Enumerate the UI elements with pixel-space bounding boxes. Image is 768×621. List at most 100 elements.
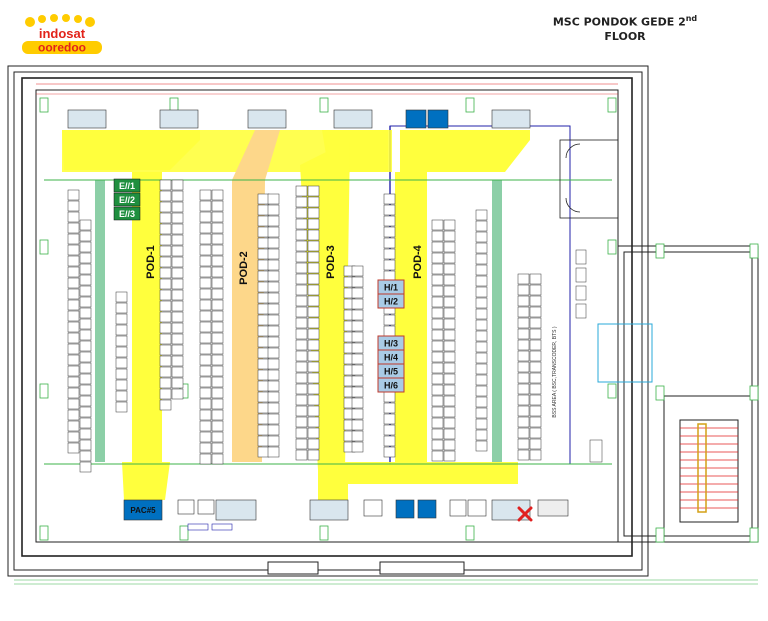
- rack-cabinet: [431, 373, 444, 385]
- rack-cabinet: [307, 438, 320, 450]
- rack-cabinet: [79, 373, 92, 385]
- rack-cabinet: [115, 335, 128, 347]
- rack-cabinet: [295, 273, 308, 285]
- rack-cabinet: [159, 289, 172, 301]
- rack-cabinet: [79, 329, 92, 341]
- h-rack-label-2: H/2: [384, 297, 398, 307]
- rack-cabinet: [475, 308, 488, 320]
- rack-cabinet: [199, 420, 212, 432]
- rack-cabinet: [443, 340, 456, 352]
- rack-cabinet: [199, 387, 212, 399]
- rack-cabinet: [529, 328, 542, 340]
- rack-cabinet: [199, 453, 212, 465]
- rack-cabinet: [67, 321, 80, 333]
- rack-cabinet: [307, 251, 320, 263]
- rack-cabinet: [295, 196, 308, 208]
- rack-cabinet: [199, 398, 212, 410]
- e-rack-label-3: E//3: [119, 209, 135, 219]
- rack-cabinet: [67, 332, 80, 344]
- rack-cabinet: [171, 201, 184, 213]
- rack-cabinet: [431, 318, 444, 330]
- rack-cabinet: [295, 284, 308, 296]
- rack-cabinet: [67, 288, 80, 300]
- rack-cabinet: [267, 237, 280, 249]
- h-rack-label-1: H/1: [384, 283, 398, 293]
- rack-cabinet: [67, 442, 80, 454]
- rack-cabinet: [115, 379, 128, 391]
- rack-cabinet: [79, 351, 92, 363]
- rack-cabinet: [171, 311, 184, 323]
- rack-cabinet: [79, 318, 92, 330]
- rack-cabinet: [211, 288, 224, 300]
- rack-cabinet: [351, 397, 364, 409]
- rack-cabinet: [79, 274, 92, 286]
- h-rack-2: [377, 293, 405, 309]
- rack-cabinet: [79, 417, 92, 429]
- title-line2: FLOOR: [604, 29, 646, 43]
- rack-cabinet: [79, 406, 92, 418]
- rack-cabinet: [431, 296, 444, 308]
- rack-cabinet: [115, 346, 128, 358]
- rack-cabinet: [517, 328, 530, 340]
- rack-cabinet: [307, 361, 320, 373]
- rack-cabinet: [443, 439, 456, 451]
- rack-cabinet: [67, 277, 80, 289]
- rack-cabinet: [159, 366, 172, 378]
- rack-cabinet: [171, 267, 184, 279]
- rack-cabinet: [431, 395, 444, 407]
- rack-cabinet: [257, 325, 270, 337]
- logo-line2: ooredoo: [38, 41, 86, 55]
- rack-cabinet: [431, 406, 444, 418]
- rack-cabinet: [517, 449, 530, 461]
- rack-cabinet: [257, 237, 270, 249]
- rack-cabinet: [257, 380, 270, 392]
- rack-cabinet: [171, 245, 184, 257]
- rack-cabinet: [211, 343, 224, 355]
- rack-cabinet: [79, 450, 92, 462]
- rack-cabinet: [295, 383, 308, 395]
- green-strips: [95, 180, 502, 462]
- rack-cabinet: [159, 355, 172, 367]
- rack-cabinet: [171, 256, 184, 268]
- rack-cabinet: [211, 321, 224, 333]
- rack-cabinet: [295, 251, 308, 263]
- rack-cabinet: [211, 376, 224, 388]
- rack-cabinet: [351, 342, 364, 354]
- rack-cabinet: [79, 263, 92, 275]
- rack-cabinet: [431, 307, 444, 319]
- rack-cabinet: [257, 314, 270, 326]
- rack-cabinet: [257, 402, 270, 414]
- rack-cabinet: [383, 237, 396, 249]
- rack-cabinet: [517, 350, 530, 362]
- rack-cabinet: [431, 230, 444, 242]
- rack-cabinet: [431, 263, 444, 275]
- rack-cabinet: [517, 394, 530, 406]
- rack-cabinet: [171, 388, 184, 400]
- title-superscript: nd: [685, 14, 698, 23]
- rack-cabinet: [517, 405, 530, 417]
- e-rack-2: [113, 192, 141, 207]
- rack-cabinet: [115, 357, 128, 369]
- rack-cabinet: [351, 408, 364, 420]
- rack-cabinet: [475, 231, 488, 243]
- rack-cabinet: [267, 347, 280, 359]
- rack-cabinet: [79, 362, 92, 374]
- rack-cabinet: [307, 229, 320, 241]
- rack-cabinet: [475, 429, 488, 441]
- rack-cabinet: [171, 344, 184, 356]
- rack-cabinet: [529, 405, 542, 417]
- rack-cabinet: [383, 226, 396, 238]
- rack-cabinet: [295, 229, 308, 241]
- rack-cabinet: [115, 390, 128, 402]
- rack-cabinet: [159, 245, 172, 257]
- rack-cabinet: [443, 384, 456, 396]
- pod2-corridor: [232, 130, 280, 462]
- rack-cabinet: [529, 317, 542, 329]
- rack-cabinet: [295, 240, 308, 252]
- pod-2-label: POD-2: [238, 251, 250, 285]
- rack-cabinet: [67, 420, 80, 432]
- rack-cabinet: [443, 362, 456, 374]
- rack-cabinet: [443, 252, 456, 264]
- rack-cabinet: [443, 417, 456, 429]
- rack-cabinet: [295, 185, 308, 197]
